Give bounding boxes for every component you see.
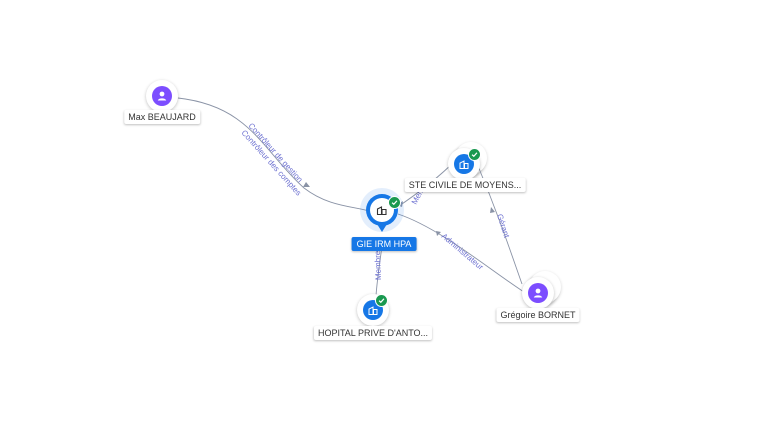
node-label-max-beaujard[interactable]: Max BEAUJARD (124, 110, 200, 124)
edge-label-max-gie-2: Contrôleur des comptes (240, 128, 304, 197)
person-icon (152, 86, 172, 106)
verified-check-icon (375, 294, 388, 307)
edge-label-gregoire-ste: Gérant (495, 213, 511, 240)
person-icon (528, 283, 548, 303)
verified-check-icon (468, 148, 481, 161)
node-circle (146, 80, 178, 112)
edge-label-gie-hopital: Membre (373, 250, 383, 280)
node-label-hopital-prive[interactable]: HOPITAL PRIVE D'ANTO... (313, 326, 433, 340)
edge-label-gregoire-gie: Administrateur (440, 232, 486, 272)
edge-arrow (303, 182, 310, 187)
edge-max-gie[interactable] (177, 97, 373, 213)
edge-gregoire-gie[interactable] (397, 213, 525, 293)
node-label-gie-irm-hpa[interactable]: GIE IRM HPA (351, 237, 417, 251)
verified-check-icon (388, 196, 401, 209)
node-label-ste-civile[interactable]: STE CIVILE DE MOYENS... (404, 178, 526, 192)
node-label-gregoire-bornet[interactable]: Grégoire BORNET (496, 308, 580, 322)
edge-label-max-gie-1: Contrôleur de gestion (247, 121, 305, 184)
node-circle (522, 271, 561, 309)
edge-arrow (490, 207, 495, 213)
edge-arrow (436, 231, 441, 236)
